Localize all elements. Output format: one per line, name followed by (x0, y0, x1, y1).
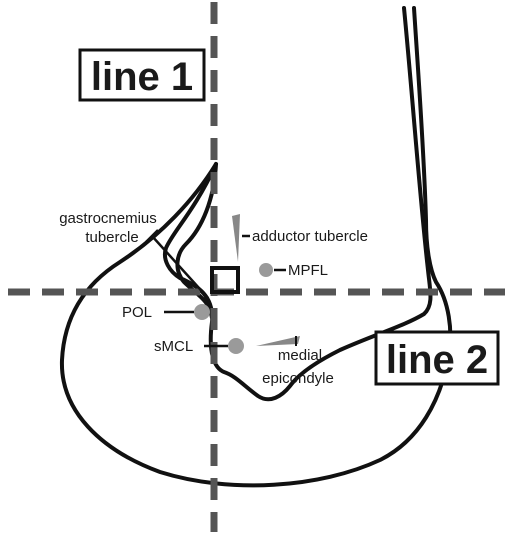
medial-epicondyle-label-2: epicondyle (262, 370, 334, 387)
line-1-box (78, 48, 206, 102)
gastrocnemius-leader-tick (145, 229, 159, 243)
gastrocnemius-label-1: gastrocnemius (59, 210, 157, 227)
medial-epicondyle-wedge (256, 336, 300, 346)
adductor-tubercle-marker (210, 266, 240, 294)
pol-label: POL (122, 304, 152, 321)
femur-outline (163, 6, 433, 402)
mpfl-dot (259, 263, 273, 277)
mpfl-label: MPFL (288, 262, 328, 279)
line-2-box (374, 330, 500, 386)
smcl-label: sMCL (154, 338, 193, 355)
smcl-dot (228, 338, 244, 354)
medial-epicondyle-label-1: medial (278, 347, 322, 364)
pol-dot (194, 304, 210, 320)
line-1-label: line 1 (91, 55, 193, 99)
adductor-wedge (232, 214, 240, 262)
adductor-tubercle-label: adductor tubercle (252, 228, 368, 245)
gastrocnemius-leader (151, 235, 209, 299)
line-2-label: line 2 (386, 338, 488, 382)
gastrocnemius-label-2: tubercle (85, 229, 138, 246)
